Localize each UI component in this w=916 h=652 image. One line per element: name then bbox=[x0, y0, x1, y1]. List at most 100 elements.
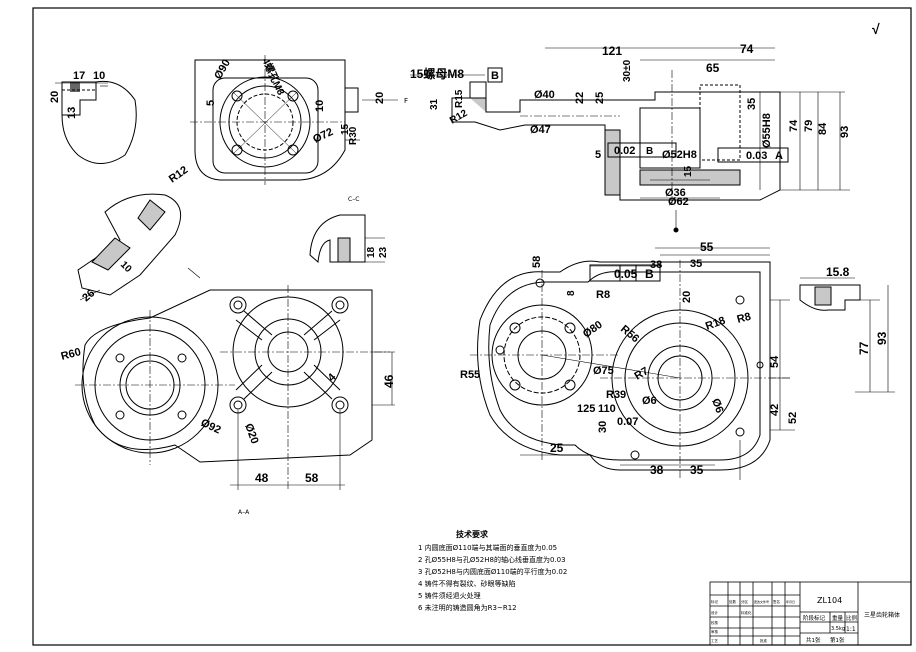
tb-row-change: 更改文件号 bbox=[754, 599, 769, 604]
dim-dia72: Ø72 bbox=[311, 126, 335, 146]
tol-0.03: 0.03 bbox=[746, 150, 767, 162]
dim-r56: R56 bbox=[618, 323, 641, 345]
title-weight: 3.5kg bbox=[831, 626, 845, 632]
view-a bbox=[190, 55, 398, 185]
title-sheet-count: 共1张 bbox=[806, 636, 821, 644]
dim-77: 77 bbox=[857, 341, 871, 355]
dim-r12a: R12 bbox=[167, 164, 190, 185]
dim-38b: 38 bbox=[650, 463, 664, 477]
dim-93a: 93 bbox=[839, 126, 851, 138]
dim-r8a: R8 bbox=[596, 289, 610, 301]
datum-b-top: B bbox=[491, 70, 499, 82]
dim-25: 25 bbox=[594, 92, 606, 104]
dim-5b: 5 bbox=[595, 149, 601, 161]
note-2: 2 孔Ø55H8与孔Ø52H8的轴心线垂直度为0.03 bbox=[418, 555, 566, 564]
dim-dia6a: Ø6 bbox=[642, 395, 657, 407]
dim-31: 31 bbox=[429, 98, 440, 110]
detail-b bbox=[77, 193, 201, 301]
tb-row-process: 工艺 bbox=[711, 638, 719, 643]
tb-row-approve: 批准 bbox=[760, 638, 768, 643]
note-6: 6 未注明的铸造圆角为R3~R12 bbox=[418, 603, 517, 612]
dim-0.07: 0.07 bbox=[617, 416, 638, 428]
note-3: 3 孔Ø52H8与内圆底面Ø110端的平行度为0.02 bbox=[418, 567, 567, 576]
dim-8a: 8 bbox=[566, 290, 577, 296]
dim-10: 10 bbox=[93, 70, 105, 82]
section-marker-a: A–A bbox=[238, 509, 250, 516]
dim-nut-m8: 15螺母M8 bbox=[410, 66, 464, 81]
dim-15a: 15 bbox=[340, 123, 351, 135]
dim-121: 121 bbox=[602, 44, 622, 58]
dim-46: 46 bbox=[382, 374, 396, 388]
dim-dia80: Ø80 bbox=[581, 319, 605, 341]
note-1: 1 内圆底面Ø110端与其端面的垂直度为0.05 bbox=[418, 543, 557, 552]
title-weight-label: 重量 bbox=[832, 614, 844, 622]
dim-74a: 74 bbox=[740, 42, 754, 56]
dim-74b: 74 bbox=[788, 119, 800, 132]
dim-18: 18 bbox=[366, 246, 377, 258]
sheet-border bbox=[32, 7, 912, 646]
dim-dia20: Ø20 bbox=[242, 422, 260, 446]
tb-row-date: 年月日 bbox=[786, 599, 795, 604]
dim-r30: R30 bbox=[348, 126, 359, 145]
note-5: 5 铸件须经退火处理 bbox=[418, 591, 481, 600]
dim-125: 125 bbox=[577, 403, 595, 415]
notes-title: 技术要求 bbox=[456, 529, 489, 539]
dim-dia6b: Ø6 bbox=[709, 397, 725, 415]
dim-dia52h8: Ø52H8 bbox=[662, 149, 697, 161]
title-block bbox=[709, 581, 912, 646]
dim-15b: 15 bbox=[683, 165, 694, 177]
view-a-label: F bbox=[404, 97, 408, 105]
detail-c bbox=[309, 214, 385, 264]
dim-30: 30±0 bbox=[622, 59, 633, 82]
dim-5: 5 bbox=[205, 100, 217, 106]
dim-55: 55 bbox=[700, 240, 714, 254]
dim-35b: 35 bbox=[690, 258, 702, 270]
title-sheet-no: 第1张 bbox=[830, 636, 845, 644]
tol-0.05: 0.05 bbox=[614, 267, 638, 281]
section-marker-c: C–C bbox=[348, 196, 359, 203]
dim-23: 23 bbox=[378, 246, 389, 258]
dim-10c: 10 bbox=[118, 259, 134, 275]
dim-r60: R60 bbox=[60, 346, 83, 363]
dim-17: 17 bbox=[73, 70, 85, 82]
dim-dia36: Ø36 bbox=[665, 187, 686, 199]
dim-r8b: R8 bbox=[736, 311, 753, 326]
dim-42: 42 bbox=[769, 404, 781, 416]
dim-r55: R55 bbox=[460, 369, 480, 381]
dim-20b: 20 bbox=[374, 92, 386, 104]
dim-26: 26 bbox=[80, 287, 97, 304]
dim-65: 65 bbox=[706, 61, 720, 75]
dim-r12b: R12 bbox=[448, 108, 470, 127]
tb-row-sign: 签名 bbox=[773, 599, 780, 604]
dim-25b: 25 bbox=[550, 441, 564, 455]
view-left-main bbox=[75, 285, 395, 490]
tol-datum-b-right: B bbox=[645, 267, 654, 281]
dim-13: 13 bbox=[66, 107, 78, 119]
dim-30b: 30 bbox=[597, 421, 609, 433]
dim-r15: R15 bbox=[454, 89, 465, 108]
tb-row-design: 设计 bbox=[711, 610, 719, 615]
dim-35a: 35 bbox=[746, 98, 758, 110]
dim-20c: 20 bbox=[681, 291, 693, 303]
tb-row-count: 处数 bbox=[729, 599, 737, 604]
dim-54: 54 bbox=[769, 355, 781, 368]
dim-dia55h8: Ø55H8 bbox=[761, 113, 773, 148]
dim-84: 84 bbox=[817, 122, 829, 135]
title-material: ZL104 bbox=[817, 596, 842, 605]
title-scale: 1:1 bbox=[846, 626, 856, 633]
technical-notes: 技术要求 1 内圆底面Ø110端与其端面的垂直度为0.05 2 孔Ø55H8与孔… bbox=[418, 529, 567, 612]
dim-20: 20 bbox=[49, 91, 61, 103]
tol-datum-b: B bbox=[646, 146, 653, 157]
dim-10b: 10 bbox=[314, 100, 326, 112]
detail-a bbox=[55, 80, 137, 164]
dim-r39: R39 bbox=[606, 389, 626, 401]
dim-52: 52 bbox=[787, 412, 799, 424]
tb-row-review: 审核 bbox=[711, 629, 719, 634]
dim-79: 79 bbox=[803, 120, 815, 132]
dim-dia75: Ø75 bbox=[593, 365, 614, 377]
title-part-name: 三星齿轮箱体 bbox=[864, 611, 900, 619]
dim-22: 22 bbox=[574, 92, 586, 104]
detail-d bbox=[799, 277, 895, 393]
dim-15.8: 15.8 bbox=[826, 265, 850, 279]
